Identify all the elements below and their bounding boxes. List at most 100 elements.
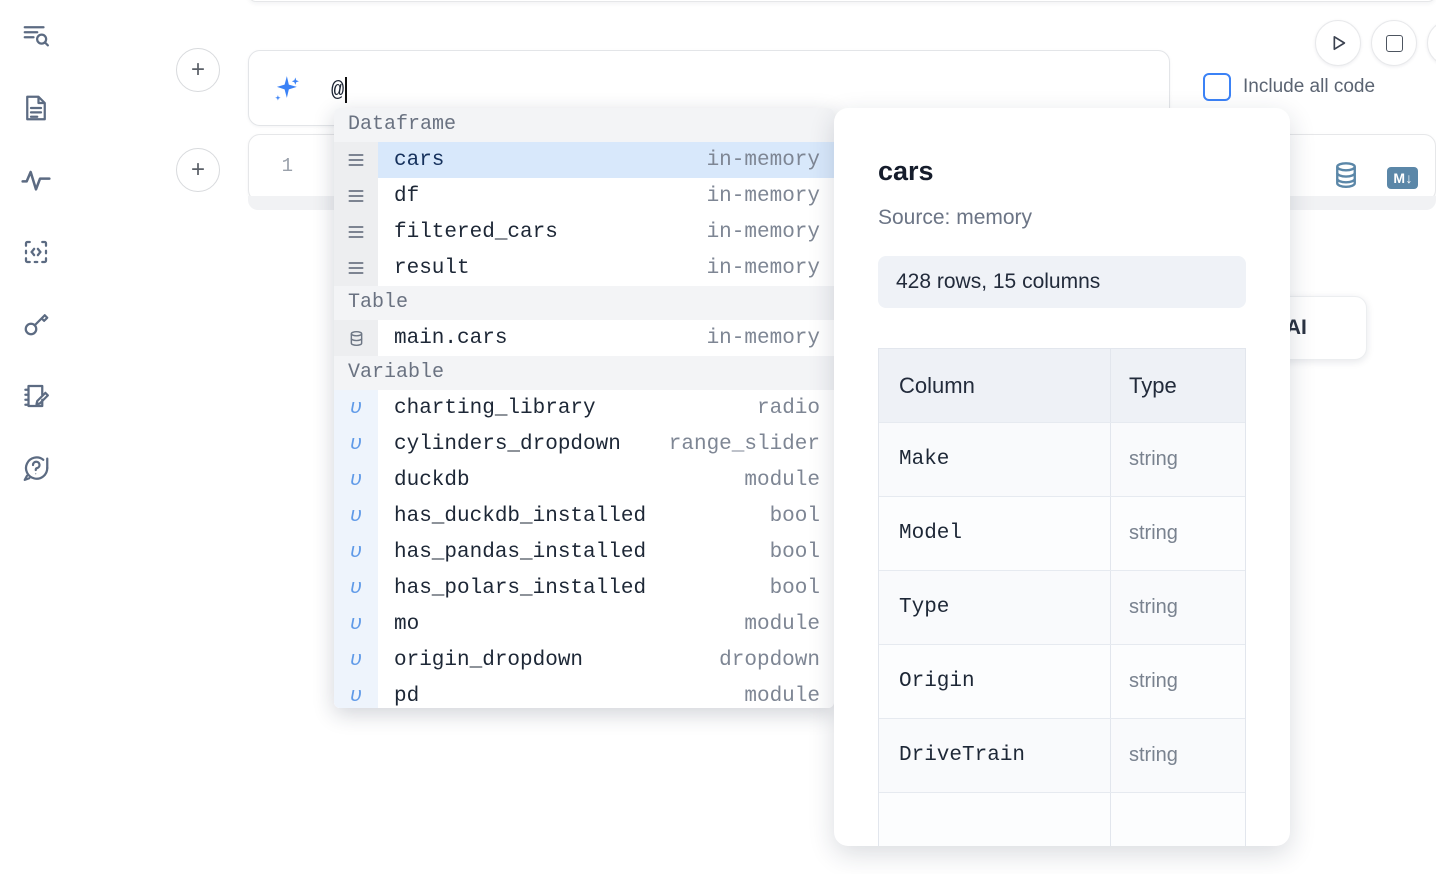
autocomplete-item-content: has_polars_installed bool bbox=[378, 570, 834, 606]
autocomplete-item-name: df bbox=[394, 184, 420, 208]
autocomplete-item-name: pd bbox=[394, 684, 420, 708]
ai-prompt-input[interactable]: @ bbox=[331, 69, 1159, 111]
schema-column-type: string bbox=[1129, 744, 1178, 766]
dataframe-icon bbox=[334, 178, 378, 214]
schema-column-type bbox=[1111, 793, 1245, 846]
schema-header-cell: Column bbox=[879, 349, 1111, 422]
stop-square-icon bbox=[1385, 34, 1403, 52]
schema-column-name bbox=[879, 793, 1111, 846]
include-all-code-row[interactable]: Include all code bbox=[1203, 73, 1375, 101]
autocomplete-item-name: cylinders_dropdown bbox=[394, 432, 621, 456]
autocomplete-item-name: charting_library bbox=[394, 396, 596, 420]
dataframe-detail-panel: cars Source: memory 428 rows, 15 columns… bbox=[834, 108, 1290, 846]
variable-icon: υ bbox=[334, 498, 378, 534]
activity-icon[interactable] bbox=[12, 156, 60, 204]
autocomplete-item[interactable]: filtered_cars in-memory bbox=[334, 214, 834, 250]
autocomplete-item-type: module bbox=[744, 684, 820, 708]
autocomplete-item-type: in-memory bbox=[706, 256, 820, 280]
autocomplete-item-type: bool bbox=[769, 576, 820, 600]
markdown-letter: M bbox=[1393, 169, 1405, 186]
autocomplete-item-name: filtered_cars bbox=[394, 220, 558, 244]
more-actions-button[interactable] bbox=[1427, 20, 1436, 66]
stop-button[interactable] bbox=[1371, 20, 1417, 66]
variable-icon: υ bbox=[334, 390, 378, 426]
schema-column-name: Make bbox=[879, 423, 1111, 496]
detail-stats-badge: 428 rows, 15 columns bbox=[878, 256, 1246, 308]
schema-column-name: Model bbox=[879, 497, 1111, 570]
cell-type-icons: M↓ bbox=[1331, 160, 1418, 195]
variable-icon: υ bbox=[334, 426, 378, 462]
autocomplete-item-name: has_polars_installed bbox=[394, 576, 647, 600]
scratchpad-icon[interactable] bbox=[12, 372, 60, 420]
explore-icon[interactable] bbox=[12, 12, 60, 60]
code-line-number: 1 bbox=[281, 155, 293, 177]
schema-row bbox=[879, 793, 1245, 846]
ai-sparkle-icon bbox=[269, 73, 303, 107]
dataframe-icon bbox=[334, 214, 378, 250]
schema-column-type: string bbox=[1129, 670, 1178, 692]
autocomplete-item-type: in-memory bbox=[706, 184, 820, 208]
markdown-icon[interactable]: M↓ bbox=[1387, 166, 1418, 189]
autocomplete-item-name: mo bbox=[394, 612, 420, 636]
schema-column-type: string bbox=[1129, 522, 1178, 544]
autocomplete-item-type: module bbox=[744, 612, 820, 636]
schema-row: Origin string bbox=[879, 645, 1245, 719]
document-icon[interactable] bbox=[12, 84, 60, 132]
schema-column-name: Origin bbox=[879, 645, 1111, 718]
table-db-icon bbox=[334, 320, 378, 356]
left-icon-rail bbox=[0, 0, 72, 874]
autocomplete-item-name: has_duckdb_installed bbox=[394, 504, 647, 528]
autocomplete-item-type: in-memory bbox=[706, 220, 820, 244]
autocomplete-item[interactable]: result in-memory bbox=[334, 250, 834, 286]
autocomplete-section-header: Variable bbox=[334, 356, 834, 390]
autocomplete-item-type: in-memory bbox=[706, 148, 820, 172]
code-snippet-icon[interactable] bbox=[12, 228, 60, 276]
run-button[interactable] bbox=[1315, 20, 1361, 66]
text-cursor bbox=[345, 77, 348, 103]
include-all-code-label: Include all code bbox=[1243, 76, 1376, 97]
autocomplete-item-type: bool bbox=[769, 540, 820, 564]
ai-prompt-value: @ bbox=[331, 77, 345, 103]
help-chat-icon[interactable] bbox=[12, 444, 60, 492]
previous-cell-edge bbox=[248, 0, 1436, 2]
autocomplete-item[interactable]: df in-memory bbox=[334, 178, 834, 214]
variable-icon: υ bbox=[334, 462, 378, 498]
key-icon[interactable] bbox=[12, 300, 60, 348]
include-all-code-checkbox[interactable] bbox=[1203, 73, 1231, 101]
schema-row: Model string bbox=[879, 497, 1245, 571]
autocomplete-section-header: Table bbox=[334, 286, 834, 320]
autocomplete-item-type: dropdown bbox=[719, 648, 820, 672]
add-cell-above-button[interactable]: + bbox=[176, 48, 220, 92]
autocomplete-item-content: filtered_cars in-memory bbox=[378, 214, 834, 250]
variable-icon: υ bbox=[334, 642, 378, 678]
add-cell-below-button[interactable]: + bbox=[176, 148, 220, 192]
autocomplete-item-name: result bbox=[394, 256, 470, 280]
schema-column-name: Type bbox=[879, 571, 1111, 644]
dataframe-icon bbox=[334, 250, 378, 286]
autocomplete-item-name: duckdb bbox=[394, 468, 470, 492]
database-icon[interactable] bbox=[1331, 160, 1361, 195]
